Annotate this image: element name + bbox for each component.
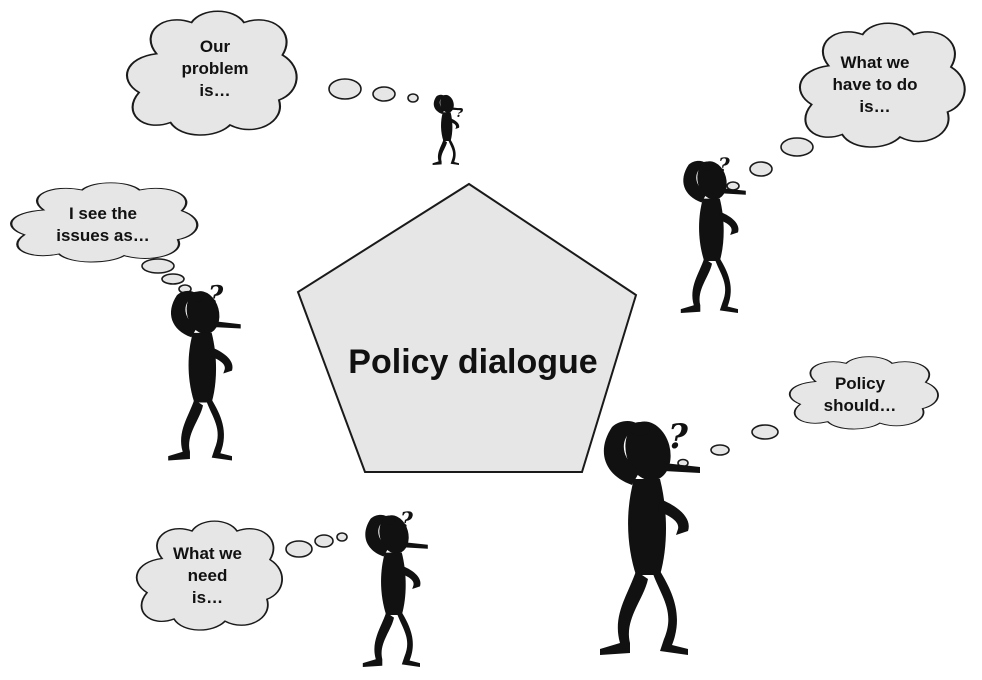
thinking-figure-2 xyxy=(680,157,746,313)
question-mark-icon: ? xyxy=(208,281,224,311)
question-mark-icon: ? xyxy=(400,508,414,534)
question-mark-icon: ? xyxy=(456,106,464,120)
thought-text-4: Policy should… xyxy=(823,374,897,415)
thought-text-3: I see the issues as… xyxy=(56,204,150,245)
thinking-figure-3 xyxy=(168,287,241,461)
thought-text-5: What we need is… xyxy=(173,544,242,607)
thought-bubble xyxy=(161,273,185,285)
thinking-figure-5 xyxy=(362,511,428,667)
thought-bubble xyxy=(372,86,396,102)
thought-bubble xyxy=(726,181,740,191)
thought-bubble xyxy=(407,93,419,103)
thought-bubble xyxy=(710,444,730,456)
thought-bubble xyxy=(285,540,313,558)
diagram-title: Policy dialogue xyxy=(348,343,598,381)
thought-bubble xyxy=(141,258,175,274)
thought-cloud-2 xyxy=(727,23,965,190)
thought-text-1: Our problem is… xyxy=(181,37,249,100)
thinking-figure-1 xyxy=(432,93,463,165)
thought-cloud-1 xyxy=(127,11,419,135)
question-mark-icon: ? xyxy=(718,153,730,177)
thought-bubble xyxy=(751,424,779,440)
central-pentagon xyxy=(296,182,638,473)
thought-bubble xyxy=(780,137,814,157)
thought-cloud-4 xyxy=(677,357,938,467)
thought-text-2: What we have to do is… xyxy=(832,53,918,116)
thought-bubble xyxy=(749,161,773,177)
thought-bubble xyxy=(314,534,334,548)
thought-bubble xyxy=(328,78,362,100)
thought-bubble xyxy=(336,532,348,542)
question-mark-icon: ? xyxy=(668,417,689,457)
thought-cloud-5 xyxy=(137,521,347,630)
